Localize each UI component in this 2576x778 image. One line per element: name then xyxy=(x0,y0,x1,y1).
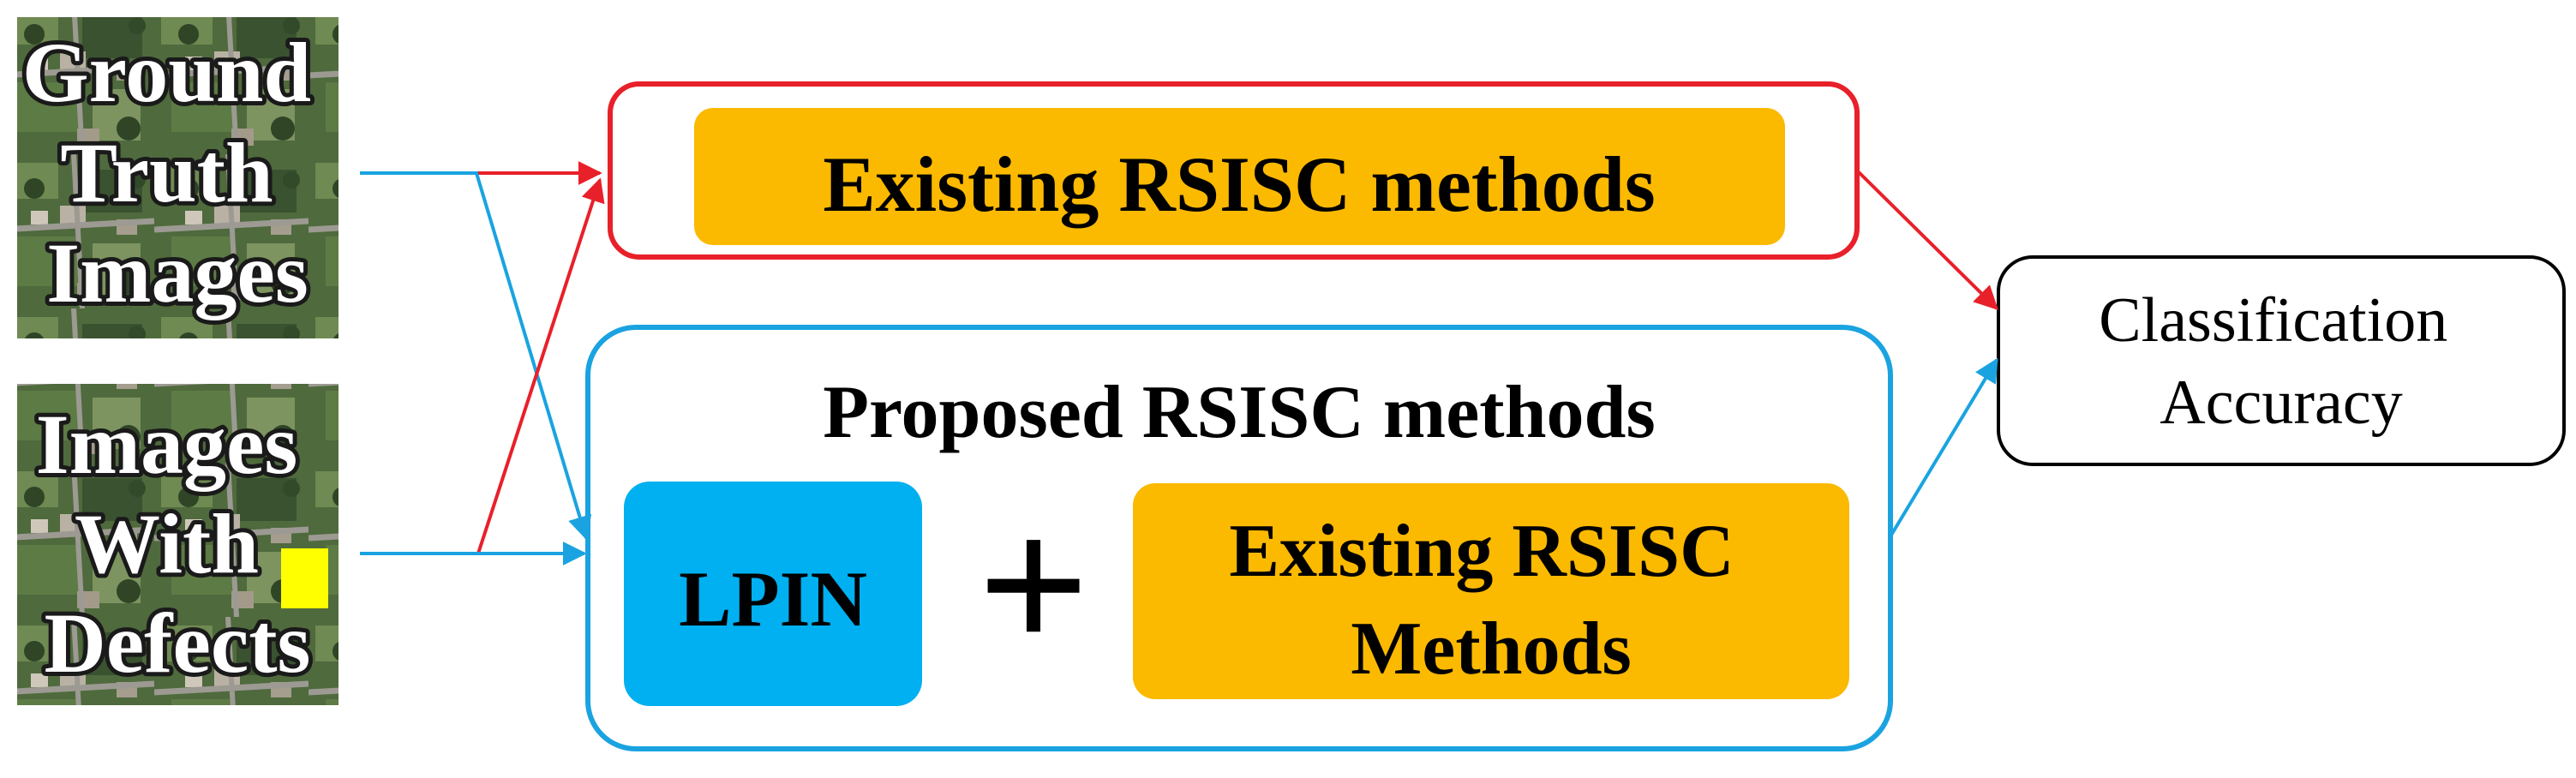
arrow-proposed-to-accuracy xyxy=(1890,360,1997,536)
proposed-existing-label-line-2: Methods xyxy=(1351,607,1632,691)
classification-accuracy-label-line-2: Accuracy xyxy=(2160,368,2402,438)
defects-label-line-1: Images xyxy=(36,397,298,492)
defects-label-line-3: Defects xyxy=(45,595,311,691)
defects-label-line-2: With xyxy=(75,496,259,591)
ground-truth-label: Ground Truth Images xyxy=(22,25,332,320)
lpin-label: LPIN xyxy=(679,555,867,643)
arrow-existing-to-accuracy xyxy=(1858,171,1997,308)
ground-truth-label-line-3: Images xyxy=(46,225,309,320)
classification-accuracy-label-line-1: Classification xyxy=(2099,285,2447,356)
plus-icon: + xyxy=(977,476,1089,694)
arrow-defects-to-existing xyxy=(360,180,600,554)
proposed-existing-label-line-1: Existing RSISC xyxy=(1229,510,1734,593)
defects-label: Images With Defects xyxy=(36,397,320,691)
arrow-ground-truth-to-proposed xyxy=(360,173,586,538)
existing-methods-label: Existing RSISC methods xyxy=(823,141,1655,228)
defects-image: Images With Defects xyxy=(17,384,338,705)
proposed-methods-title: Proposed RSISC methods xyxy=(823,371,1655,454)
ground-truth-label-line-1: Ground xyxy=(22,25,311,120)
ground-truth-label-line-2: Truth xyxy=(60,125,273,220)
ground-truth-image: Ground Truth Images xyxy=(17,17,338,338)
